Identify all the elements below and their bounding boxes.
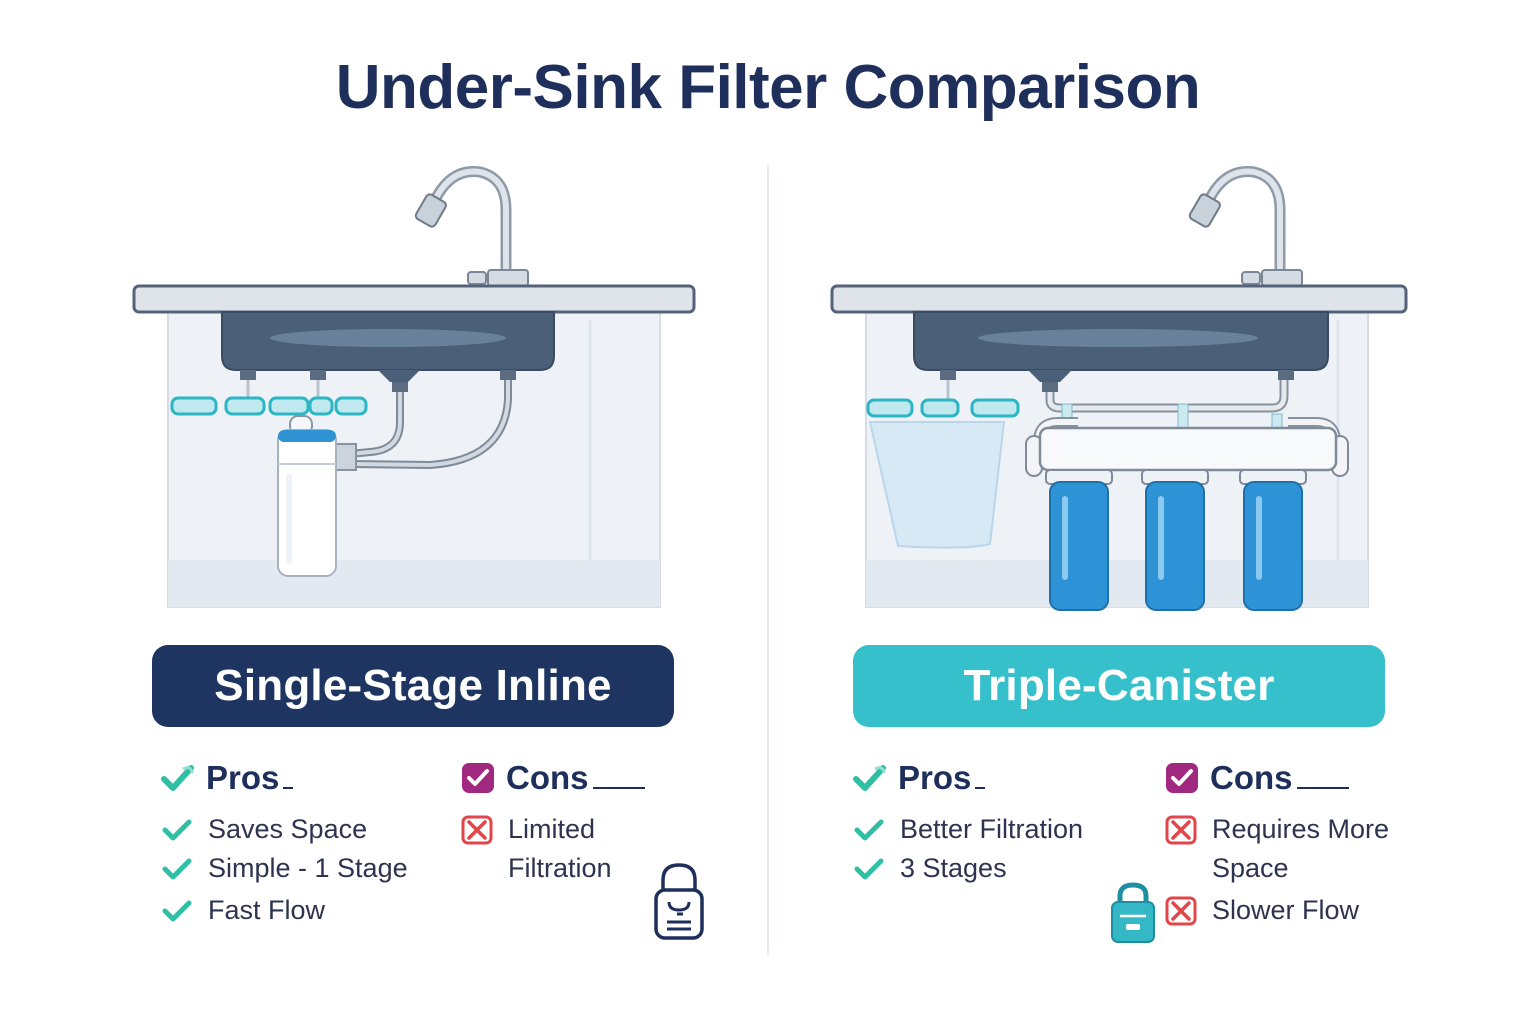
header-underline [283,787,294,789]
single-pros: Pros Saves Space Simple - 1 Stage Fast F… [160,758,408,930]
triple-canister-label: Triple-Canister [853,645,1385,727]
cons-checkbox-icon [460,760,496,796]
cons-checkbox-icon [1164,760,1200,796]
cons-header: Cons [506,759,589,796]
pros-check-icon [852,760,888,796]
con-item: Limited Filtration [460,810,648,888]
center-divider [767,165,769,955]
pro-item: Saves Space [160,810,408,849]
check-icon [160,810,194,849]
header-underline [1296,787,1349,789]
check-icon [852,810,886,849]
single-stage-label: Single-Stage Inline [152,645,674,727]
header-underline [975,787,986,789]
pro-item: Better Filtration [852,810,1083,849]
triple-cons: Cons Requires More Space Slower Flow [1164,758,1412,930]
pros-header: Pros [898,759,972,796]
header-underline [592,787,645,789]
pro-item: Fast Flow [160,891,408,930]
pros-header: Pros [206,759,280,796]
padlock-outline-icon [653,862,705,947]
con-item: Slower Flow [1164,891,1412,930]
x-box-icon [1164,891,1198,930]
page-title: Under-Sink Filter Comparison [335,53,1201,122]
triple-pros: Pros Better Filtration 3 Stages [852,758,1083,888]
x-box-icon [460,810,494,849]
single-stage-illustration [130,160,710,620]
pro-item: 3 Stages [852,849,1083,888]
con-item: Requires More Space [1164,810,1412,888]
check-icon [160,891,194,930]
pros-check-icon [160,760,196,796]
check-icon [852,849,886,888]
x-box-icon [1164,810,1198,849]
pro-item: Simple - 1 Stage [160,849,408,888]
triple-canister-illustration [828,160,1418,620]
padlock-teal-icon [1110,882,1156,949]
cons-header: Cons [1210,759,1293,796]
check-icon [160,849,194,888]
single-cons: Cons Limited Filtration [460,758,648,888]
